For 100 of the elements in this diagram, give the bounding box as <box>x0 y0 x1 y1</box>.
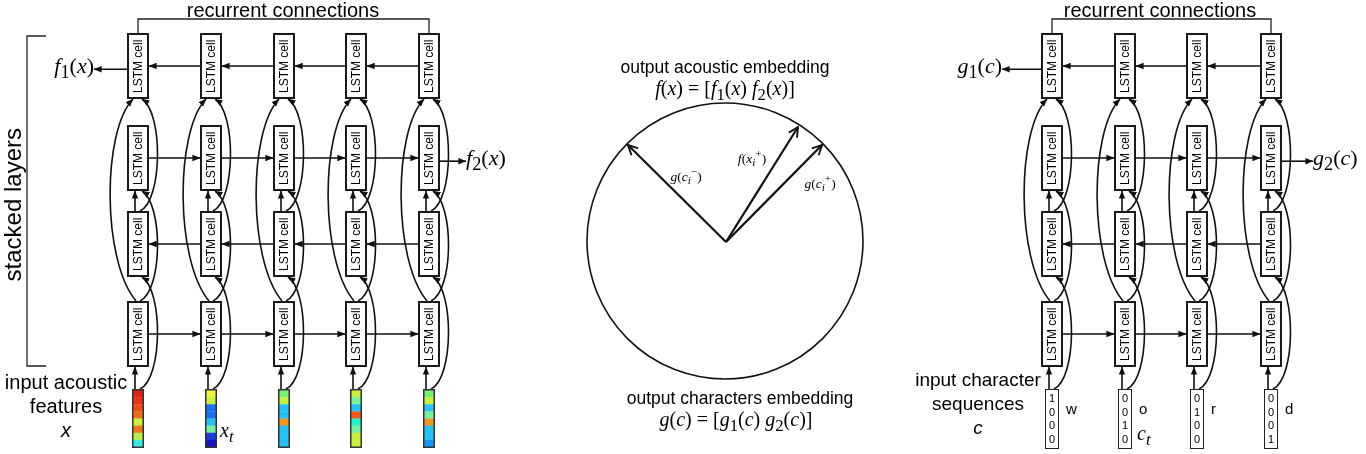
arrow <box>148 330 201 338</box>
arrow <box>294 240 346 248</box>
lstm-cell: LSTM cell <box>1041 211 1063 277</box>
character-label: r <box>1211 399 1216 419</box>
lstm-cell: LSTM cell <box>1041 125 1063 191</box>
arrow <box>285 276 305 390</box>
arrow <box>1118 190 1126 212</box>
arrow <box>430 98 450 212</box>
arrow <box>1045 190 1053 212</box>
lstm-cell: LSTM cell <box>1041 301 1063 367</box>
arrow <box>139 190 159 302</box>
lstm-cell: LSTM cell <box>1186 33 1208 99</box>
arrow <box>400 98 428 302</box>
lstm-cell: LSTM cell <box>345 33 367 99</box>
arrow <box>1053 98 1073 212</box>
input-label: input acoustic features x <box>3 370 129 442</box>
output-formula: f$_{1}$(x) <box>54 54 94 85</box>
caption-text: output characters embedding <box>626 388 854 409</box>
one-hot-digits: 0 0 0 1 <box>1267 392 1275 446</box>
time-step-label: x$_{t}$ <box>220 420 234 447</box>
output-formula: g$_{2}$(c) <box>1313 146 1358 177</box>
lstm-cell: LSTM cell <box>200 301 222 367</box>
arrow <box>1126 276 1146 390</box>
lstm-cell: LSTM cell <box>273 33 295 99</box>
lstm-cell: LSTM cell <box>127 33 149 99</box>
arrow <box>148 154 201 162</box>
lstm-cell: LSTM cell <box>418 211 440 277</box>
arrow <box>366 330 419 338</box>
arrow <box>439 158 467 165</box>
vector-label: g(c$_{i}$$^{−}$) <box>670 164 702 189</box>
vector-label: g(c$_{i}$$^{+}$) <box>804 171 836 196</box>
formula-text: g(c) = [g$_{1}$(c) g$_{2}$(c)] <box>659 408 813 437</box>
time-step-label: c$_{t}$ <box>1137 423 1151 450</box>
lstm-cell: LSTM cell <box>1041 33 1063 99</box>
lstm-cell: LSTM cell <box>1260 211 1282 277</box>
arrow <box>1096 98 1124 302</box>
arrow <box>277 190 285 212</box>
arrow <box>1272 98 1292 212</box>
arrow <box>1242 98 1270 302</box>
input-label: input character sequences c <box>914 368 1042 440</box>
arrow <box>148 62 201 70</box>
arrow <box>294 154 346 162</box>
arrow <box>1207 330 1261 338</box>
arrow <box>366 154 419 162</box>
arrow <box>109 98 137 302</box>
character-label: w <box>1066 399 1077 419</box>
arrow <box>327 98 355 302</box>
one-hot-digits: 0 0 1 0 <box>1121 392 1129 446</box>
arrow <box>1053 190 1073 302</box>
lstm-cell: LSTM cell <box>345 301 367 367</box>
arrow <box>221 240 274 248</box>
bracket-label: recurrent connections <box>1063 0 1257 20</box>
arrow <box>1135 240 1187 248</box>
arrow <box>1001 66 1042 73</box>
arrow <box>1053 276 1073 390</box>
arrow <box>1135 154 1187 162</box>
lstm-cell: LSTM cell <box>200 33 222 99</box>
arrow <box>285 98 305 212</box>
arrow <box>285 190 305 302</box>
arrow <box>212 276 232 390</box>
character-label: d <box>1285 399 1294 419</box>
arrow <box>1118 366 1126 390</box>
arrow <box>1023 98 1051 302</box>
arrow <box>1207 62 1261 70</box>
lstm-cell: LSTM cell <box>1186 125 1208 191</box>
arrow <box>1272 276 1292 390</box>
arrow <box>1264 190 1272 212</box>
arrow <box>294 62 346 70</box>
lstm-cell: LSTM cell <box>1260 301 1282 367</box>
formula-text: f(x) = [f$_{1}$(x) f$_{2}$(x)] <box>655 77 795 106</box>
arrow <box>139 98 159 212</box>
bracket-label: stacked layers <box>0 128 25 282</box>
caption-text: output acoustic embedding <box>620 57 830 78</box>
arrow <box>221 330 274 338</box>
lstm-cell: LSTM cell <box>1114 33 1136 99</box>
lstm-cell: LSTM cell <box>127 211 149 277</box>
arrow <box>182 98 210 302</box>
arrow <box>212 98 232 212</box>
arrow <box>422 366 430 390</box>
arrow <box>1062 240 1115 248</box>
arrow <box>1135 62 1187 70</box>
arrow <box>1281 158 1314 165</box>
lstm-cell: LSTM cell <box>418 125 440 191</box>
arrow <box>366 240 419 248</box>
lstm-cell: LSTM cell <box>1114 211 1136 277</box>
arrow <box>1062 62 1115 70</box>
lstm-cell: LSTM cell <box>1260 125 1282 191</box>
vector-label: f(x$_{i}$$^{+}$) <box>737 146 767 171</box>
arrow <box>430 190 450 302</box>
arrow <box>139 276 159 390</box>
arrow <box>294 330 346 338</box>
arrow <box>131 190 139 212</box>
arrow <box>1126 98 1146 212</box>
arrow <box>1045 366 1053 390</box>
arrow <box>93 66 128 73</box>
lstm-cell: LSTM cell <box>273 301 295 367</box>
arrow <box>1264 366 1272 390</box>
lstm-cell: LSTM cell <box>345 211 367 277</box>
arrow <box>1198 190 1218 302</box>
arrow <box>131 366 139 390</box>
